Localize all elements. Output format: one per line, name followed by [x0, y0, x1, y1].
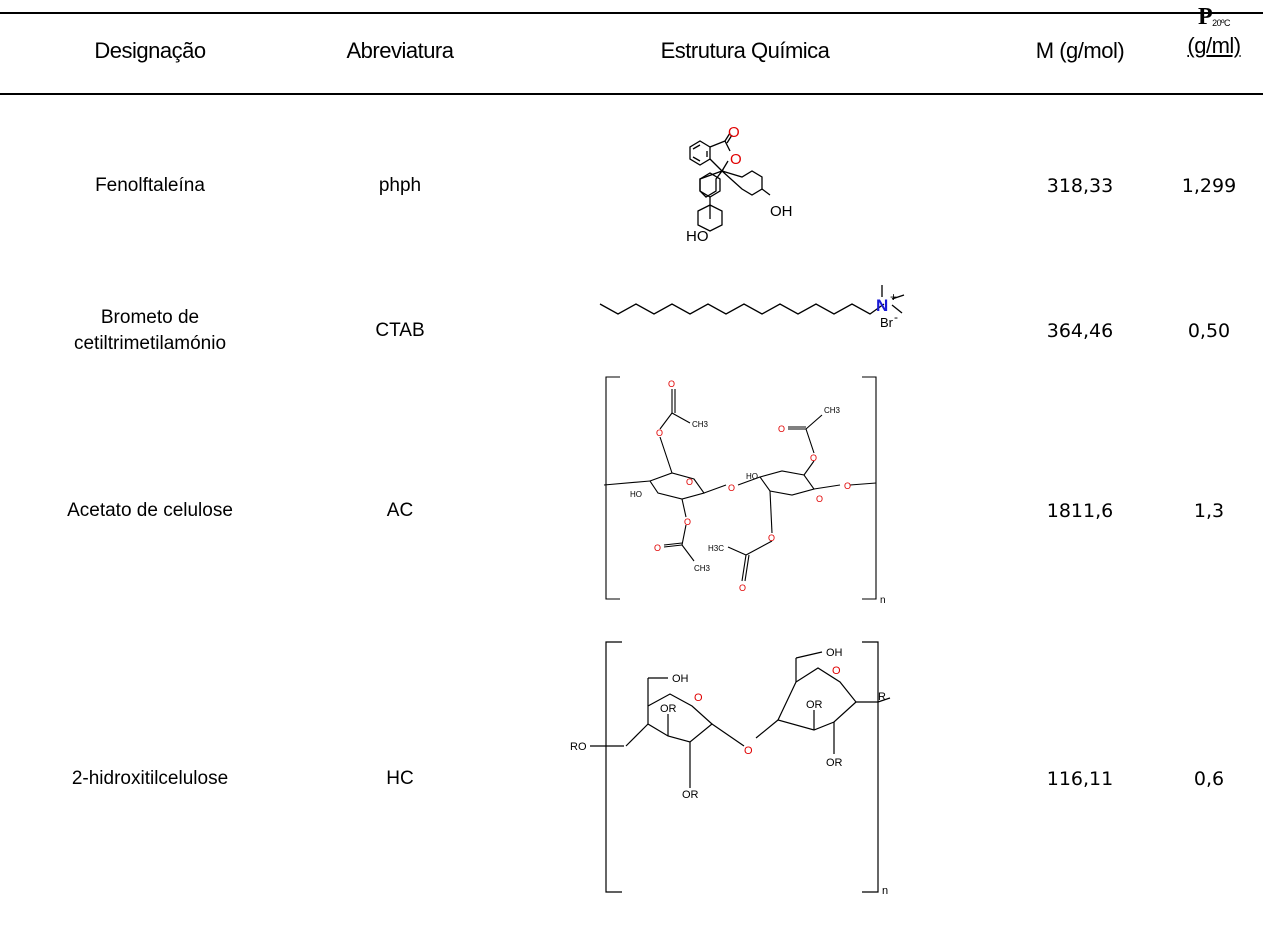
phph-o1: O: [728, 124, 740, 141]
ac-o-7: O: [810, 453, 817, 463]
row3-name: Acetato de celulose: [67, 500, 233, 521]
phph-o2: O: [730, 151, 742, 168]
row2-abbr: CTAB: [375, 320, 425, 341]
phenolphthalein-structure: O O OH HO: [686, 124, 793, 245]
ac-o-ring1: O: [686, 477, 693, 487]
ac-o-link: O: [728, 483, 735, 493]
ctab-br: Br: [880, 315, 894, 330]
phph-oh1: OH: [770, 203, 793, 220]
row3-mass: 1811,6: [1046, 500, 1114, 522]
hc-o-ring1: O: [694, 692, 703, 704]
row4-mass: 116,11: [1046, 768, 1114, 790]
ac-o-2: O: [656, 428, 663, 438]
row1-abbr: phph: [378, 175, 422, 196]
row2-name-line1: Brometo de: [100, 307, 200, 328]
phph-oh2: HO: [686, 228, 709, 245]
row3-abbr: AC: [386, 500, 414, 521]
header-densidade: P20ºC (g/ml): [1165, 4, 1263, 59]
row4-abbr: HC: [386, 768, 414, 789]
ac-o-6: O: [739, 583, 746, 593]
header-estrutura: Estrutura Química: [660, 38, 830, 63]
ac-h3c: H3C: [708, 544, 724, 553]
ctab-minus: -: [894, 310, 898, 324]
row2-mass: 364,46: [1046, 320, 1114, 342]
rho-subscript: 20ºC: [1212, 18, 1230, 28]
ac-o-3: O: [684, 517, 691, 527]
hc-ro: RO: [570, 741, 587, 753]
hydroxyethylcellulose-structure: OH OH O O O OR OR OR OR RO R n: [570, 641, 891, 897]
row1-name: Fenolftaleína: [95, 175, 205, 196]
ctab-structure: N + Br -: [599, 285, 905, 330]
ac-ch3-2: CH3: [694, 564, 711, 573]
hc-oh-2: OH: [826, 647, 843, 659]
header-abreviatura: Abreviatura: [346, 38, 454, 63]
ac-ho-1: HO: [630, 490, 642, 499]
row2-density: 0,50: [1187, 320, 1231, 342]
header-designacao: Designação: [94, 38, 206, 63]
ac-ch3-1: CH3: [692, 420, 709, 429]
rho-symbol: P: [1198, 4, 1213, 30]
ac-o-9: O: [844, 481, 851, 491]
ac-o-8: O: [778, 424, 785, 434]
hc-n: n: [882, 885, 888, 897]
hc-or-1: OR: [660, 703, 677, 715]
header-massa: M (g/mol): [1035, 38, 1125, 63]
hc-o-ring2: O: [832, 665, 841, 677]
hc-o-link: O: [744, 745, 753, 757]
row1-density: 1,299: [1181, 175, 1237, 197]
ac-o-1: O: [668, 379, 675, 389]
table-top-rule: [0, 12, 1263, 14]
cellulose-acetate-structure: O O O O O O O O O O O O CH3 CH3 H3C CH3 …: [603, 376, 886, 606]
ctab-n: N: [876, 296, 888, 315]
row1-mass: 318,33: [1046, 175, 1114, 197]
ac-ho-2: HO: [746, 472, 758, 481]
hc-or-4: OR: [826, 757, 843, 769]
table-header-rule: [0, 93, 1263, 95]
row4-density: 0,6: [1193, 768, 1225, 790]
hc-oh-1: OH: [672, 673, 689, 685]
ac-n: n: [880, 595, 886, 606]
hc-or-2: OR: [682, 789, 699, 801]
row3-density: 1,3: [1193, 500, 1225, 522]
row2-name: Brometo de cetiltrimetilamónio: [40, 305, 260, 357]
rho-unit: (g/ml): [1187, 33, 1241, 58]
row2-name-line2: cetiltrimetilamónio: [73, 333, 227, 354]
ac-o-ring2: O: [816, 494, 823, 504]
hc-r: R: [878, 691, 886, 703]
ac-ch3-3: CH3: [824, 406, 841, 415]
ac-o-5: O: [768, 533, 775, 543]
ac-o-4: O: [654, 543, 661, 553]
row4-name: 2-hidroxitilcelulose: [71, 768, 229, 789]
ctab-plus: +: [890, 290, 897, 304]
hc-or-3: OR: [806, 699, 823, 711]
